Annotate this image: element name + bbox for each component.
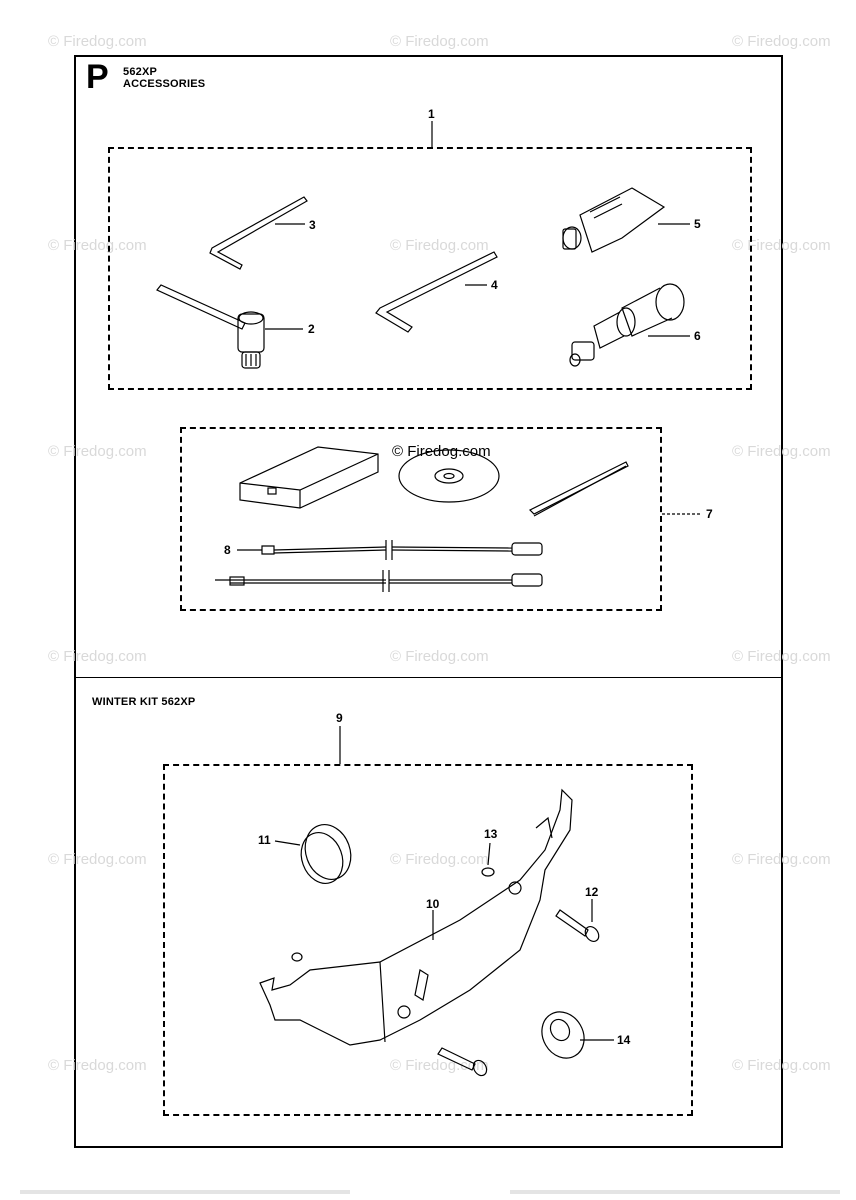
watermark: © Firedog.com — [390, 33, 489, 50]
model-label: 562XP — [123, 66, 158, 78]
watermark: © Firedog.com — [732, 1057, 831, 1074]
callout-8: 8 — [224, 543, 231, 557]
watermark: © Firedog.com — [48, 851, 147, 868]
watermark: © Firedog.com — [732, 648, 831, 665]
callout-13: 13 — [484, 827, 498, 841]
callout-3: 3 — [309, 218, 316, 232]
winter-kit-title: WINTER KIT 562XP — [92, 696, 196, 708]
winter-cover-plate-icon — [259, 788, 573, 1046]
callout-7: 7 — [706, 507, 713, 521]
grommet-small-icon — [541, 1011, 585, 1059]
hex-key-large-icon — [375, 251, 498, 333]
callout-10: 10 — [426, 897, 440, 911]
watermark: © Firedog.com — [390, 1057, 489, 1074]
leader-line-11 — [274, 840, 301, 846]
callout-12: 12 — [585, 885, 599, 899]
grommet-large-icon — [300, 824, 352, 884]
screw-right-icon — [555, 909, 600, 943]
tweezers-icon — [528, 461, 629, 517]
watermark: © Firedog.com — [390, 237, 489, 254]
page-frame — [74, 55, 783, 1148]
o-ring-top-icon — [481, 867, 495, 877]
callout-5: 5 — [694, 217, 701, 231]
center-watermark: © Firedog.com — [392, 443, 491, 460]
callout-6: 6 — [694, 329, 701, 343]
software-cd-icon — [398, 449, 500, 503]
watermark: © Firedog.com — [48, 237, 147, 254]
tool-kit-group-box — [108, 147, 752, 390]
service-kit-group-box — [180, 427, 662, 611]
watermark: © Firedog.com — [732, 33, 831, 50]
callout-14: 14 — [617, 1033, 631, 1047]
winter-kit-group-box — [163, 764, 693, 1116]
callout-4: 4 — [491, 278, 498, 292]
callout-11: 11 — [258, 833, 271, 847]
section-letter: P — [86, 58, 109, 96]
watermark: © Firedog.com — [390, 851, 489, 868]
watermark: © Firedog.com — [390, 648, 489, 665]
watermark: © Firedog.com — [732, 237, 831, 254]
section-divider — [74, 677, 783, 678]
callout-9: 9 — [336, 711, 343, 725]
screw-bottom-icon — [437, 1047, 488, 1077]
watermark: © Firedog.com — [48, 443, 147, 460]
diagnostic-cable-icon — [215, 540, 543, 592]
footer-bar-right — [510, 1190, 840, 1194]
combination-wrench-icon — [156, 284, 265, 369]
watermark: © Firedog.com — [48, 1057, 147, 1074]
o-ring-left-icon — [291, 952, 303, 962]
hex-key-small-icon — [209, 196, 308, 270]
diagnostic-interface-box-icon — [239, 446, 379, 509]
piston-stop-tool-icon — [569, 283, 685, 367]
watermark: © Firedog.com — [732, 851, 831, 868]
callout-1: 1 — [428, 107, 435, 121]
watermark: © Firedog.com — [48, 648, 147, 665]
section-title: ACCESSORIES — [123, 78, 206, 90]
watermark: © Firedog.com — [732, 443, 831, 460]
footer-bar-left — [20, 1190, 350, 1194]
watermark: © Firedog.com — [48, 33, 147, 50]
leader-line-13 — [487, 842, 491, 866]
callout-2: 2 — [308, 322, 315, 336]
grease-tube-icon — [562, 187, 666, 253]
